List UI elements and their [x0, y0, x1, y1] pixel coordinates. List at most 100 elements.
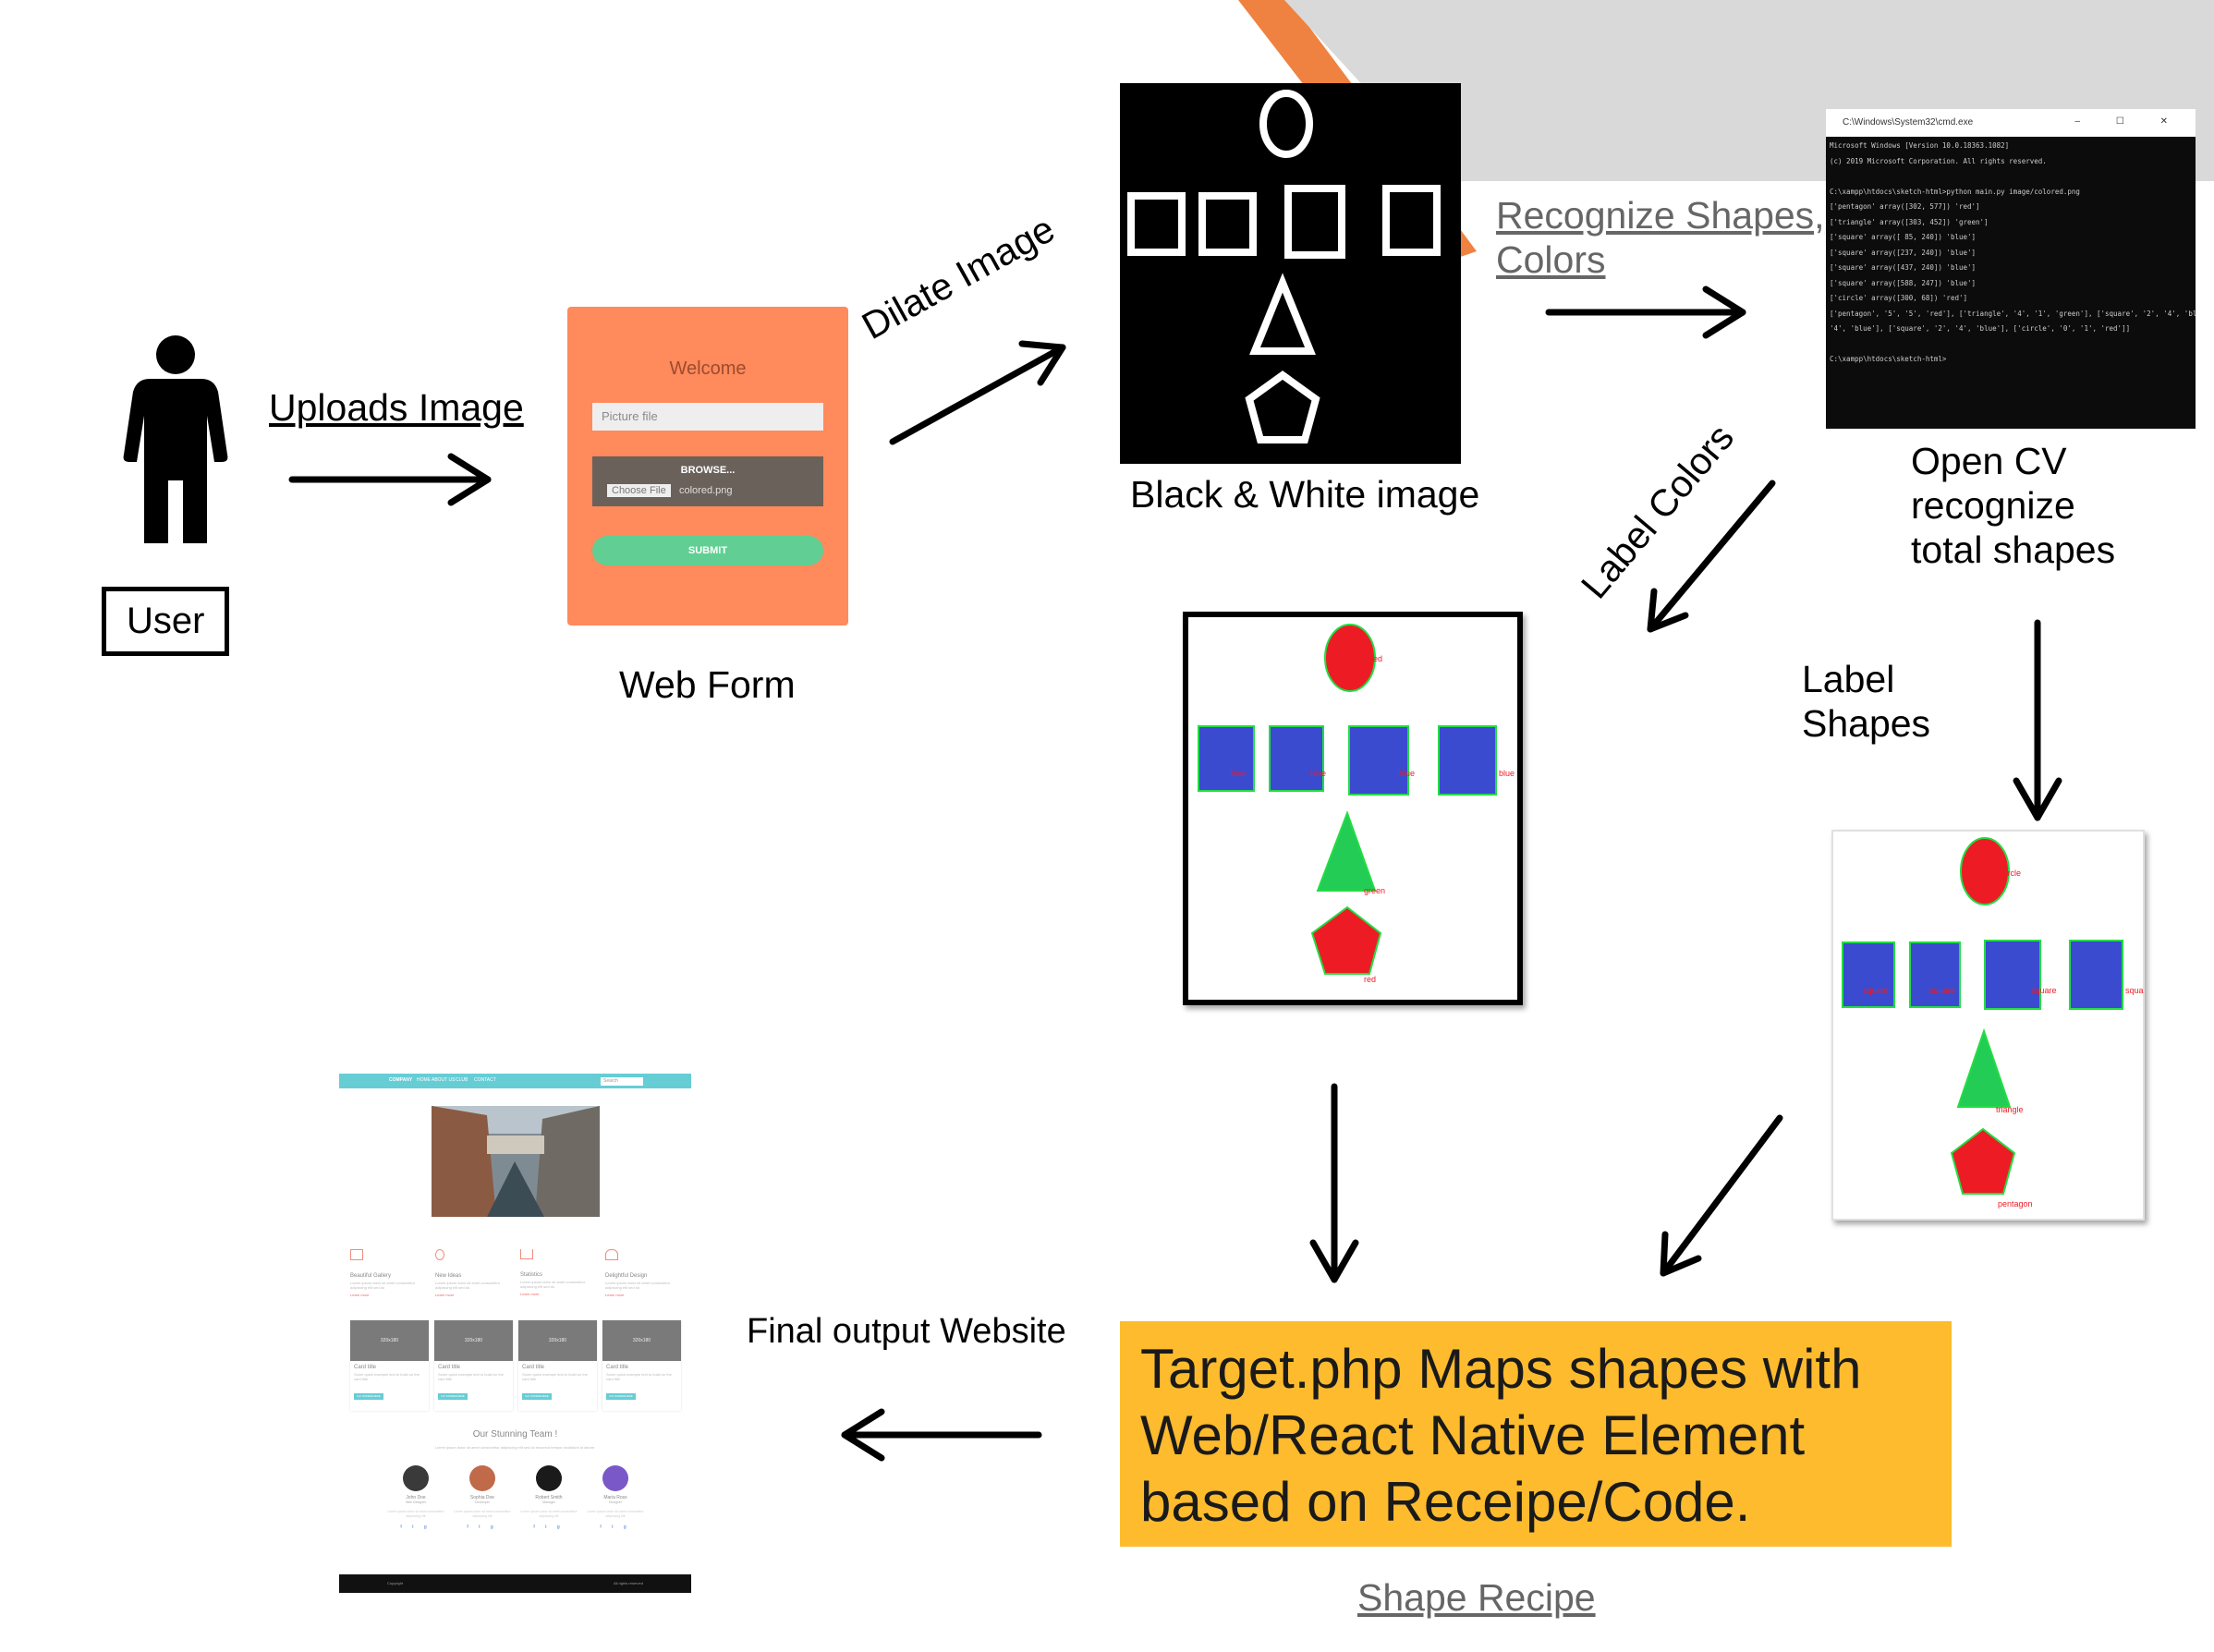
- site-nav-item[interactable]: CLUB: [456, 1077, 468, 1083]
- card-title: Card title: [438, 1365, 461, 1370]
- card-text: Some quick example text to build on the …: [522, 1372, 588, 1381]
- site-nav-brand[interactable]: COMPANY: [389, 1077, 413, 1083]
- color-label: blue: [1399, 769, 1415, 778]
- feature-link[interactable]: Learn more: [520, 1292, 540, 1296]
- recognize-colors-link[interactable]: Colors: [1496, 238, 1606, 281]
- arrow-final-output: [841, 1408, 1042, 1462]
- site-search-input[interactable]: Search: [601, 1077, 643, 1086]
- arrow-shapes-to-target: [1660, 1114, 1783, 1277]
- card-image: 320x180: [350, 1320, 429, 1361]
- label-shapes-image: circle square square square squa triangl…: [1831, 830, 2145, 1221]
- card-title: Card title: [522, 1365, 545, 1370]
- choose-file-button[interactable]: Choose File: [607, 484, 671, 497]
- feature-link[interactable]: Learn more: [435, 1293, 455, 1297]
- social-icons[interactable]: f t g: [400, 1524, 432, 1530]
- arrow-recognize: [1545, 285, 1746, 339]
- browse-label: BROWSE...: [680, 465, 736, 476]
- console-line: [1830, 169, 2192, 185]
- card: 320x180 Card title Some quick example te…: [350, 1320, 429, 1411]
- window-controls-icon[interactable]: – ☐ ✕: [2074, 116, 2184, 127]
- color-label: red: [1370, 654, 1382, 663]
- label-shapes-label-2: Shapes: [1802, 702, 1931, 745]
- target-line-3: based on Receipe/Code.: [1140, 1471, 1751, 1533]
- feature-item: New Ideas Lorem ipsum dolor sit amet con…: [435, 1249, 509, 1297]
- console-line: C:\xampp\htdocs\sketch-html>: [1830, 355, 1947, 363]
- member-bio: Lorem ipsum dolor sit amet consectetur a…: [587, 1510, 644, 1518]
- shape-label: pentagon: [1998, 1199, 2033, 1209]
- card-title: Card title: [354, 1365, 377, 1370]
- avatar: [536, 1465, 562, 1491]
- member-role: Manager: [542, 1500, 555, 1504]
- gallery-icon: [350, 1249, 363, 1260]
- shape-recipe-link[interactable]: Shape Recipe: [1357, 1576, 1596, 1619]
- color-label: blue: [1310, 769, 1326, 778]
- site-nav-item[interactable]: CONTACT: [474, 1077, 496, 1083]
- member-bio: Lorem ipsum dolor sit amet consectetur a…: [387, 1510, 444, 1518]
- card-button[interactable]: GO SOMEWHERE: [438, 1393, 468, 1400]
- cmd-window: C:\Windows\System32\cmd.exe – ☐ ✕ Micros…: [1826, 109, 2196, 429]
- picture-file-input[interactable]: Picture file: [592, 403, 823, 431]
- card-button[interactable]: GO SOMEWHERE: [606, 1393, 636, 1400]
- submit-button[interactable]: SUBMIT: [592, 536, 823, 565]
- site-nav-item[interactable]: ABOUT US: [432, 1077, 456, 1083]
- console-line: Microsoft Windows [Version 10.0.18363.10…: [1830, 141, 2010, 150]
- feature-title: New Ideas: [435, 1273, 462, 1279]
- team-member: Robert Smith Manager Lorem ipsum dolor s…: [517, 1465, 581, 1530]
- uploads-image-label: Uploads Image: [269, 386, 524, 429]
- feature-title: Statistics: [520, 1272, 543, 1278]
- console-line: ['square' array([ 85, 240]) 'blue']: [1830, 233, 1977, 241]
- venice-canal-image: [432, 1106, 600, 1217]
- feature-title: Delightful Design: [605, 1273, 648, 1279]
- final-output-label: Final output Website: [747, 1312, 1066, 1351]
- social-icons[interactable]: f t g: [533, 1524, 565, 1530]
- feature-title: Beautiful Gallery: [350, 1273, 392, 1279]
- card-button[interactable]: GO SOMEWHERE: [354, 1393, 383, 1400]
- web-form: Welcome Picture file BROWSE... Choose Fi…: [567, 307, 848, 626]
- bw-image: [1120, 83, 1461, 464]
- team-member: Maria Ross Designer Lorem ipsum dolor si…: [583, 1465, 648, 1530]
- card: 320x180 Card title Some quick example te…: [602, 1320, 681, 1411]
- shape-label: square: [1863, 986, 1889, 995]
- opencv-label-3: total shapes: [1911, 528, 2116, 571]
- opencv-label-1: Open CV: [1911, 440, 2067, 482]
- recognize-shapes-link[interactable]: Recognize Shapes,: [1496, 194, 1825, 237]
- card-button[interactable]: GO SOMEWHERE: [522, 1393, 552, 1400]
- target-line-2: Web/React Native Element: [1140, 1404, 1806, 1466]
- feature-text: Lorem ipsum dolor sit amet consectetur a…: [350, 1281, 416, 1290]
- social-icons[interactable]: f t g: [600, 1524, 631, 1530]
- feature-link[interactable]: Learn more: [350, 1293, 370, 1297]
- site-footer: Copyright All rights reserved: [339, 1574, 691, 1593]
- label-colors-image: red blue blue blue blue green red: [1183, 612, 1523, 1005]
- card-image: 320x180: [602, 1320, 681, 1361]
- member-role: Designer: [608, 1500, 622, 1504]
- member-bio: Lorem ipsum dolor sit amet consectetur a…: [454, 1510, 511, 1518]
- arrow-label-colors: [1647, 480, 1776, 633]
- opencv-label-2: recognize: [1911, 484, 2075, 527]
- feature-link[interactable]: Learn more: [605, 1293, 625, 1297]
- site-nav-item[interactable]: HOME: [417, 1077, 431, 1083]
- cmd-titlebar: C:\Windows\System32\cmd.exe – ☐ ✕: [1826, 109, 2196, 137]
- website-preview: COMPANY HOME ABOUT US CLUB CONTACT Searc…: [339, 1074, 691, 1593]
- team-title: Our Stunning Team !: [472, 1429, 558, 1439]
- social-icons[interactable]: f t g: [467, 1524, 498, 1530]
- bar-chart-icon: [520, 1249, 533, 1259]
- team-member: Sophia Doe Developer Lorem ipsum dolor s…: [450, 1465, 515, 1530]
- arrow-dilate: [889, 340, 1066, 445]
- arrow-label-shapes: [2013, 619, 2062, 821]
- lightbulb-icon: [435, 1249, 444, 1260]
- feature-item: Beautiful Gallery Lorem ipsum dolor sit …: [350, 1249, 424, 1297]
- shape-label: square: [2031, 986, 2057, 995]
- member-name: Robert Smith: [535, 1495, 563, 1500]
- console-line: (c) 2019 Microsoft Corporation. All righ…: [1830, 156, 2047, 165]
- color-label: red: [1364, 975, 1376, 984]
- member-name: Maria Ross: [603, 1495, 627, 1500]
- color-label: blue: [1499, 769, 1515, 778]
- hero-image: [432, 1106, 600, 1217]
- console-line: [1830, 337, 2192, 353]
- feature-item: Delightful Design Lorem ipsum dolor sit …: [605, 1249, 679, 1297]
- design-icon: [605, 1249, 618, 1260]
- user-label: User: [127, 601, 205, 641]
- user-icon: [123, 335, 228, 543]
- shape-label: triangle: [1996, 1105, 2024, 1114]
- console-line: C:\xampp\htdocs\sketch-html>python main.…: [1830, 187, 2080, 196]
